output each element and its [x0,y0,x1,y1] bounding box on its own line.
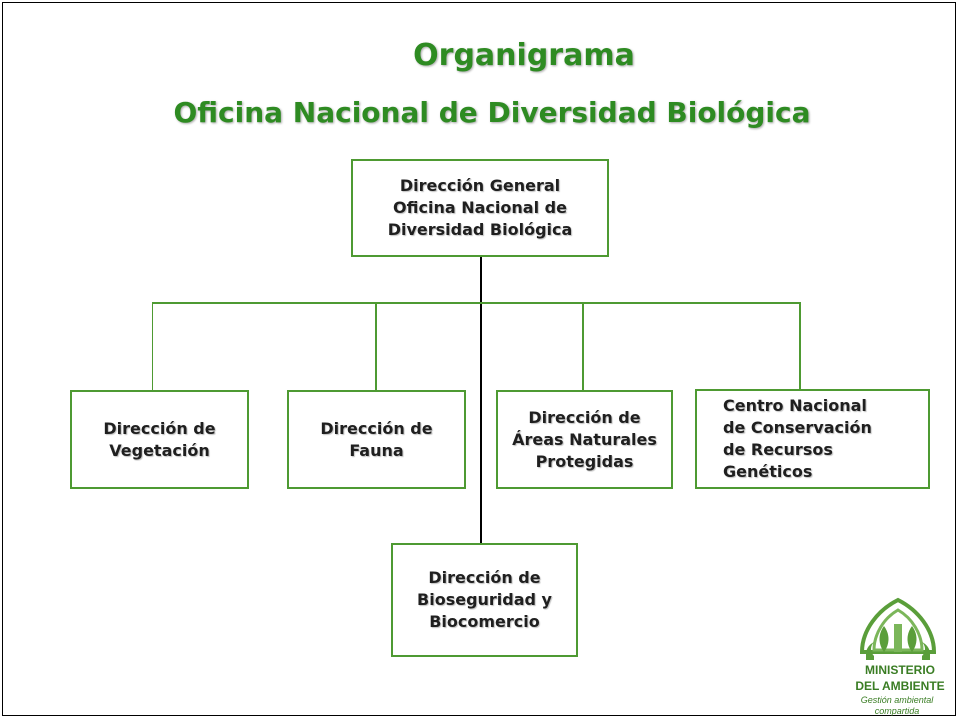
slide-title: Organigrama [413,38,635,73]
node-areas-naturales: Dirección de Áreas Naturales Protegidas [496,390,673,489]
node-centro-nacional: Centro Nacional de Conservación de Recur… [695,389,930,489]
connector-spine [480,256,482,544]
logo-line2: DEL AMBIENTE [855,679,945,693]
node-direccion-general: Dirección General Oficina Nacional de Di… [351,159,609,257]
connector-horizontal [152,302,801,304]
ministry-emblem-icon [859,597,937,660]
logo-line1: MINISTERIO [864,663,935,677]
connector-areas [582,302,584,390]
node-direccion-general-label: Dirección General Oficina Nacional de Di… [387,176,573,239]
connector-centro [799,302,801,390]
node-fauna-label: Dirección de Fauna [320,418,433,460]
node-areas-naturales-label: Dirección de Áreas Naturales Protegidas [512,407,657,471]
connector-fauna [375,302,377,390]
node-fauna: Dirección de Fauna [287,390,466,489]
logo-tagline: Gestión ambiental compartida [860,695,934,716]
node-centro-nacional-label: Centro Nacional de Conservación de Recur… [723,396,872,481]
connector-vegetacion [152,302,153,390]
node-bioseguridad: Dirección de Bioseguridad y Biocomercio [391,543,578,657]
slide-subtitle: Oficina Nacional de Diversidad Biológica [173,96,811,129]
node-vegetacion: Dirección de Vegetación [70,390,249,489]
node-bioseguridad-label: Dirección de Bioseguridad y Biocomercio [417,568,552,631]
node-vegetacion-label: Dirección de Vegetación [103,418,216,460]
